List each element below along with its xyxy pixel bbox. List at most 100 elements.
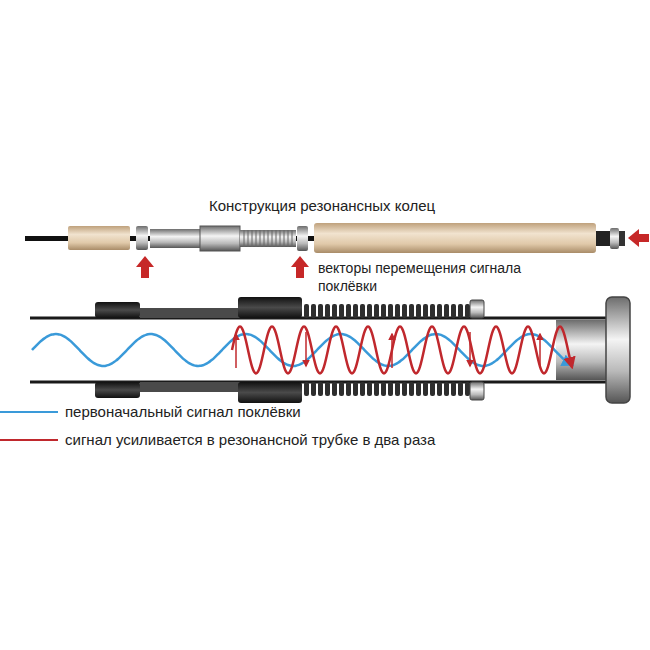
spring-coil xyxy=(381,304,386,318)
spring-coil xyxy=(353,382,358,396)
spring-coil xyxy=(409,304,414,318)
spring-coil xyxy=(374,382,379,396)
spring-coil xyxy=(444,382,449,396)
spring-coil xyxy=(318,304,323,318)
amplified-signal-wave xyxy=(232,327,572,374)
spring-coil xyxy=(367,304,372,318)
spring-coil xyxy=(311,304,316,318)
spring-coil xyxy=(423,382,428,396)
spring-coil xyxy=(437,304,442,318)
reel-seat-body xyxy=(150,229,200,248)
spring-coil xyxy=(430,382,435,396)
spring-coil xyxy=(332,382,337,396)
vibration-arrow xyxy=(235,334,237,368)
label-holder: векторы перемещения сигнала поклёвки xyxy=(318,259,543,295)
spring-coil xyxy=(395,382,400,396)
resonance-ring xyxy=(470,300,484,318)
legend-text: сигнал усиливается в резонансной трубке … xyxy=(65,430,435,450)
vibration-arrow xyxy=(305,332,307,366)
spring-coil xyxy=(360,382,365,396)
red-arrow xyxy=(136,256,154,267)
cork-grip xyxy=(68,226,130,250)
spring-coil xyxy=(395,304,400,318)
thread-line xyxy=(280,230,281,247)
spring-coil xyxy=(304,304,309,318)
metal-ring xyxy=(136,226,148,250)
butt-ring xyxy=(610,228,619,249)
spring-coil xyxy=(318,382,323,396)
front-fitting xyxy=(95,382,140,398)
title: Конструкция резонансных колец xyxy=(209,196,435,216)
legend-line-sample xyxy=(0,439,58,441)
cork-handle xyxy=(314,223,596,253)
spring-coil xyxy=(381,382,386,396)
spring-coil xyxy=(339,382,344,396)
metal-ring xyxy=(297,226,308,251)
spring-coil xyxy=(346,304,351,318)
spring-coil xyxy=(325,304,330,318)
seat-band xyxy=(140,308,240,318)
thread-line xyxy=(244,230,245,247)
red-arrow xyxy=(628,229,639,247)
spring-coil xyxy=(409,382,414,396)
spring-coil xyxy=(465,304,470,318)
spring-coil xyxy=(430,304,435,318)
spring-coil xyxy=(416,382,421,396)
spring-coil xyxy=(304,382,309,396)
spring-coil xyxy=(451,382,456,396)
spring-coil xyxy=(388,382,393,396)
thread-line xyxy=(252,230,253,247)
vector-label: векторы перемещения сигнала поклёвки xyxy=(318,259,543,295)
spring-coil xyxy=(402,382,407,396)
spring-coil xyxy=(402,304,407,318)
tube-inner xyxy=(30,318,608,382)
red-arrow xyxy=(291,256,309,267)
spring-coil xyxy=(346,382,351,396)
spring-coil xyxy=(367,382,372,396)
hood-block xyxy=(238,297,302,318)
thread-line xyxy=(256,230,257,247)
spring-coil xyxy=(325,382,330,396)
butt-collar xyxy=(596,231,610,246)
thread-line xyxy=(268,230,269,247)
spring-coil xyxy=(360,304,365,318)
resonance-ring xyxy=(470,382,484,400)
spring-coil xyxy=(437,382,442,396)
vibration-arrow xyxy=(391,334,393,368)
spring-coil xyxy=(374,304,379,318)
legend-line-sample xyxy=(0,411,58,413)
spring-coil xyxy=(451,304,456,318)
thread-line xyxy=(276,230,277,247)
red-arrow-shaft xyxy=(638,234,649,242)
thread-line xyxy=(284,230,285,247)
spring-coil xyxy=(444,304,449,318)
spring-coil xyxy=(416,304,421,318)
title-holder: Конструкция резонансных колец xyxy=(209,196,435,216)
legend-entry: сигнал усиливается в резонансной трубке … xyxy=(65,430,435,450)
butt-cap xyxy=(619,231,625,246)
end-plug xyxy=(556,320,608,380)
thread-line xyxy=(248,230,249,247)
seat-band xyxy=(140,382,240,392)
spring-coil xyxy=(332,304,337,318)
spring-coil xyxy=(458,304,463,318)
hood-block xyxy=(238,382,302,403)
red-arrow-shaft xyxy=(296,266,304,278)
spring-coil xyxy=(353,304,358,318)
reel-seat-hood xyxy=(200,226,240,251)
front-fitting xyxy=(95,302,140,318)
thread-line xyxy=(260,230,261,247)
spring-coil xyxy=(423,304,428,318)
vibration-arrow xyxy=(469,332,471,366)
spring-coil xyxy=(339,304,344,318)
legend-entry: первоначальный сигнал поклёвки xyxy=(65,402,301,422)
reel-seat-thread xyxy=(240,230,296,247)
spring-coil xyxy=(465,382,470,396)
spring-coil xyxy=(311,382,316,396)
end-disk xyxy=(606,297,630,403)
thread-line xyxy=(272,230,273,247)
spring-coil xyxy=(388,304,393,318)
